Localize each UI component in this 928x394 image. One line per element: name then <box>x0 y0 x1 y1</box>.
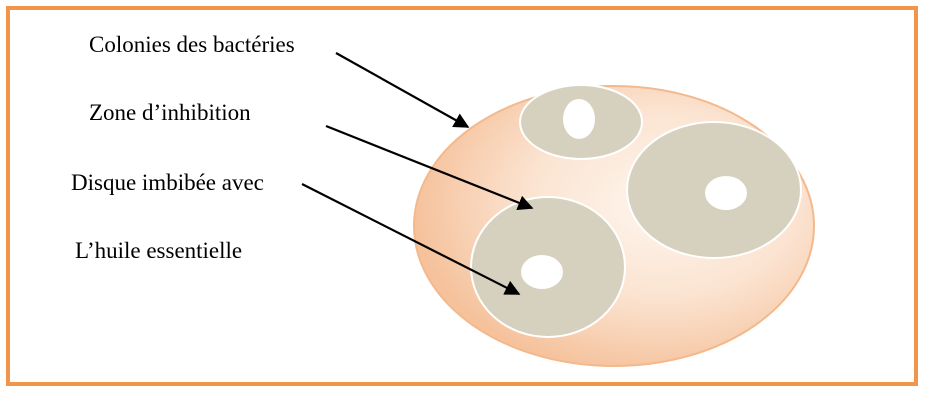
label-disque: Disque imbibée avec <box>71 171 264 194</box>
label-huile: L’huile essentielle <box>75 239 242 262</box>
label-colonies: Colonies des bactéries <box>89 33 295 56</box>
arrow-colonies <box>336 53 468 127</box>
label-zone-inhibition: Zone d’inhibition <box>89 101 251 124</box>
disc-small <box>563 99 595 139</box>
disc-right <box>705 176 747 210</box>
disc-bottom <box>521 255 563 289</box>
